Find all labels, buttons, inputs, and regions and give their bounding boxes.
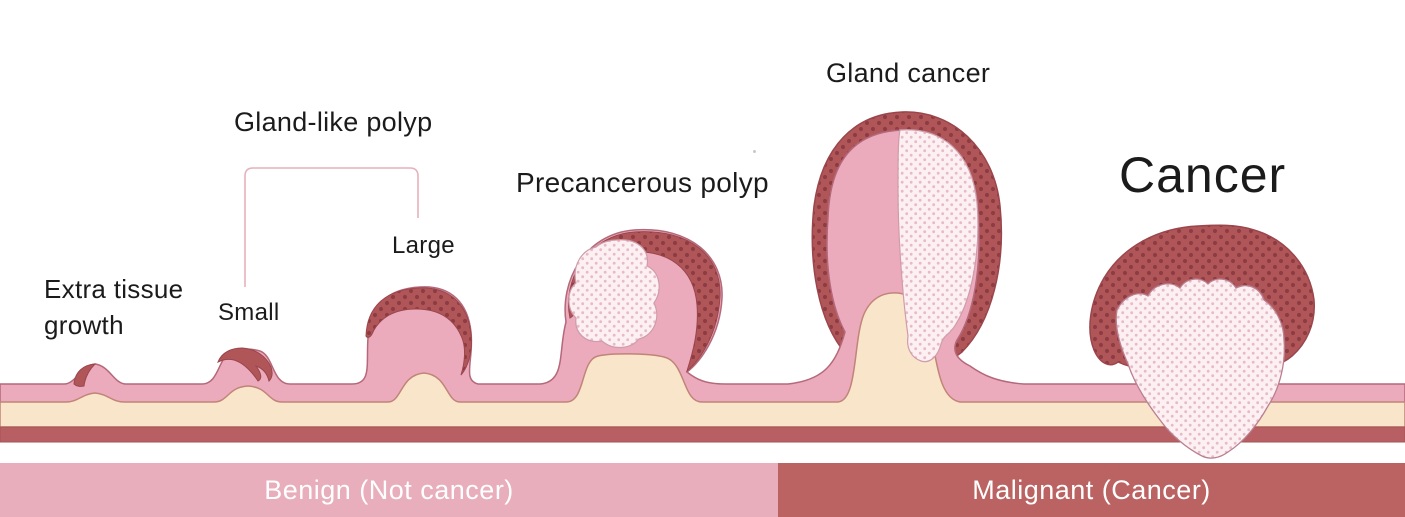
precancerous-white-core	[568, 239, 660, 349]
gland-cancer-white-core	[897, 129, 979, 363]
bracket-line	[244, 167, 419, 287]
muscle-layer	[0, 426, 1405, 443]
polyp-cap-small	[217, 347, 273, 382]
cancer-white-mass	[1115, 278, 1286, 459]
malignant-bar	[778, 463, 1405, 517]
malignant-bar-label: Malignant (Cancer)	[972, 474, 1211, 505]
stage-label-cancer: Cancer	[1119, 147, 1287, 203]
benign-bar	[0, 463, 778, 517]
stage-label-extra-tissue-growth: Extra tissue growth	[44, 274, 184, 340]
variant-label-large: Large	[392, 232, 455, 259]
submucosa-layer	[0, 292, 1405, 428]
stage-label-precancerous-polyp: Precancerous polyp	[516, 167, 769, 198]
polyp-cap-large	[365, 287, 472, 376]
stray-dot-artifact	[753, 150, 756, 153]
variant-label-small: Small	[218, 299, 280, 326]
stage-label-gland-cancer: Gland cancer	[826, 58, 991, 88]
stage-label-gland-like-polyp: Gland-like polyp	[234, 107, 433, 137]
polyp-cap-tiny	[73, 363, 97, 387]
benign-bar-label: Benign (Not cancer)	[264, 474, 514, 505]
